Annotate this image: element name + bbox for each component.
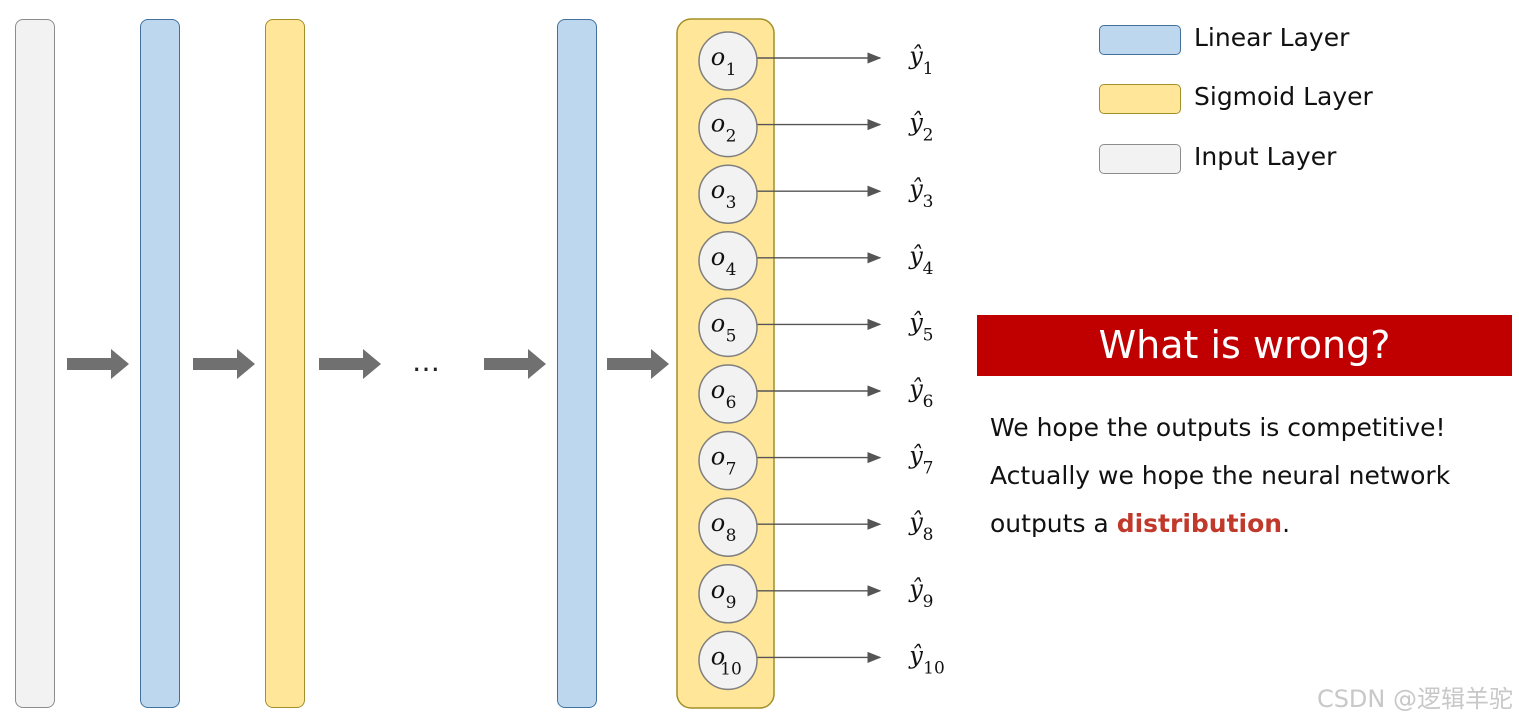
output-node-subscript: 1 — [726, 60, 737, 80]
output-node-label: o — [711, 376, 725, 404]
legend-sigmoid-label: Sigmoid Layer — [1194, 82, 1373, 111]
legend-linear-label: Linear Layer — [1194, 23, 1350, 52]
output-node-label: o — [711, 443, 725, 471]
explanation-line-2: Actually we hope the neural network — [990, 461, 1451, 490]
output-yhat-label: ŷ — [908, 575, 923, 603]
explanation-line-1: We hope the outputs is competitive! — [990, 413, 1446, 442]
output-node-circle — [698, 564, 758, 624]
linear-layer-bar-2 — [557, 19, 597, 708]
output-yhat-label: ŷ — [908, 42, 923, 70]
output-node-circle — [698, 297, 758, 358]
legend-input-swatch — [1099, 144, 1181, 174]
output-node-label: o — [711, 309, 725, 337]
flow-arrow-5 — [607, 349, 669, 379]
output-node-subscript: 7 — [726, 460, 737, 480]
output-node-label: o — [711, 110, 725, 138]
output-node-subscript: 3 — [726, 193, 737, 213]
output-node-subscript: 10 — [720, 659, 742, 679]
output-node-subscript: 5 — [726, 326, 737, 346]
output-yhat-subscript: 3 — [923, 192, 934, 212]
output-yhat-subscript: 6 — [923, 392, 934, 412]
question-banner: What is wrong? — [977, 315, 1512, 376]
output-node-label: o — [711, 576, 725, 604]
output-node-subscript: 6 — [726, 393, 737, 413]
output-yhat-subscript: 2 — [923, 126, 934, 146]
output-yhat-subscript: 7 — [923, 459, 934, 479]
output-node-circle — [698, 364, 758, 424]
flow-arrow-4 — [484, 349, 546, 379]
output-node-label: o — [711, 509, 725, 537]
output-yhat-subscript: 9 — [923, 592, 934, 612]
output-yhat-subscript: 4 — [923, 259, 934, 279]
flow-arrow-2 — [193, 349, 255, 379]
output-node-circle — [698, 164, 758, 224]
output-yhat-subscript: 10 — [923, 658, 945, 678]
output-yhat-label: ŷ — [908, 508, 923, 536]
output-node-label: o — [711, 176, 725, 204]
flow-arrow-1 — [67, 349, 129, 379]
output-yhat-label: ŷ — [908, 109, 923, 137]
output-node-label: o — [711, 243, 725, 271]
output-node-circle — [698, 231, 758, 291]
explanation-line-3: outputs a distribution. — [990, 500, 1510, 548]
sigmoid-layer-bar-1 — [265, 19, 305, 708]
output-node-subscript: 9 — [726, 593, 737, 613]
output-node-subscript: 2 — [726, 127, 737, 147]
output-yhat-subscript: 8 — [923, 525, 934, 545]
output-yhat-label: ŷ — [908, 442, 923, 470]
legend-sigmoid-swatch — [1099, 84, 1181, 114]
legend-input-label: Input Layer — [1194, 142, 1337, 171]
explanation-line-3-suffix: . — [1282, 509, 1291, 538]
distribution-highlight: distribution — [1116, 509, 1283, 538]
legend-linear-swatch — [1099, 25, 1181, 55]
output-node-label: o — [711, 642, 725, 670]
output-yhat-subscript: 5 — [923, 325, 934, 345]
output-node-label: o — [711, 43, 725, 71]
csdn-watermark: CSDN @逻辑羊驼 — [1316, 685, 1513, 713]
output-node-circle — [698, 630, 758, 691]
output-yhat-label: ŷ — [908, 308, 923, 336]
output-node-circle — [698, 430, 758, 491]
flow-arrow-3 — [319, 349, 381, 379]
output-node-circle — [698, 97, 758, 158]
output-node-subscript: 4 — [726, 260, 737, 280]
linear-layer-bar-1 — [140, 19, 180, 708]
input-layer-bar — [15, 19, 55, 708]
explanation-text: We hope the outputs is competitive! Actu… — [990, 404, 1510, 548]
layers-ellipsis: … — [412, 345, 441, 378]
output-yhat-label: ŷ — [908, 242, 923, 270]
output-yhat-subscript: 1 — [923, 59, 934, 79]
output-yhat-label: ŷ — [908, 175, 923, 203]
output-node-circle — [698, 31, 758, 91]
output-yhat-label: ŷ — [908, 375, 923, 403]
output-node-circle — [698, 497, 758, 557]
explanation-line-3-prefix: outputs a — [990, 509, 1117, 538]
output-node-subscript: 8 — [726, 526, 737, 546]
output-yhat-label: ŷ — [908, 641, 923, 669]
